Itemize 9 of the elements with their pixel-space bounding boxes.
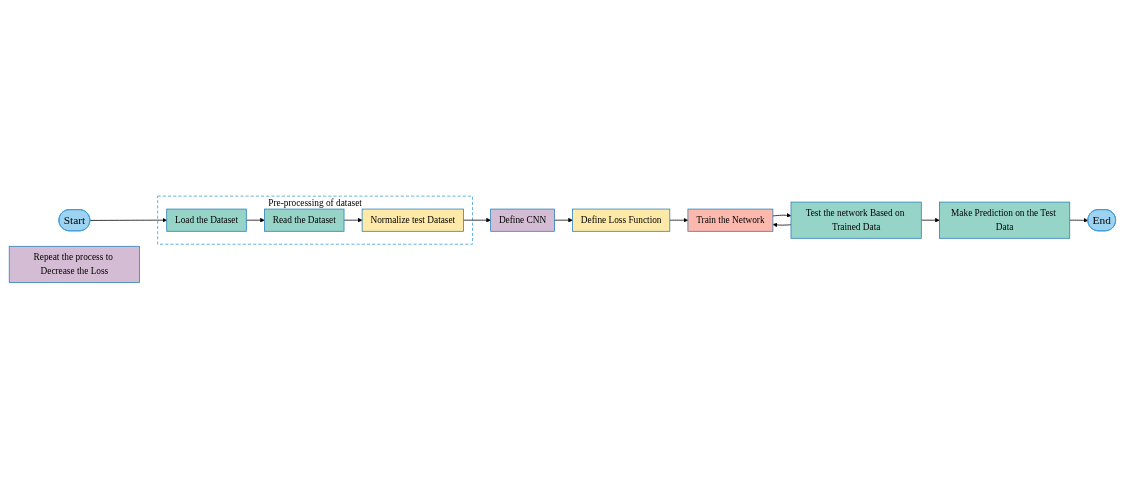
node-box: Repeat the process to Decrease the Loss xyxy=(8,246,140,284)
node-box: Load the Dataset xyxy=(166,208,247,232)
node-box: Define CNN xyxy=(490,208,555,232)
node-box: Make Prediction on the Test Data xyxy=(939,201,1071,239)
node-box: Define Loss Function xyxy=(572,208,671,232)
node-box: Read the Dataset xyxy=(264,208,345,232)
node-box: Test the network Based on Trained Data xyxy=(790,201,922,239)
node-box: Train the Network xyxy=(687,208,774,232)
node-box: Normalize test Dataset xyxy=(361,208,464,232)
